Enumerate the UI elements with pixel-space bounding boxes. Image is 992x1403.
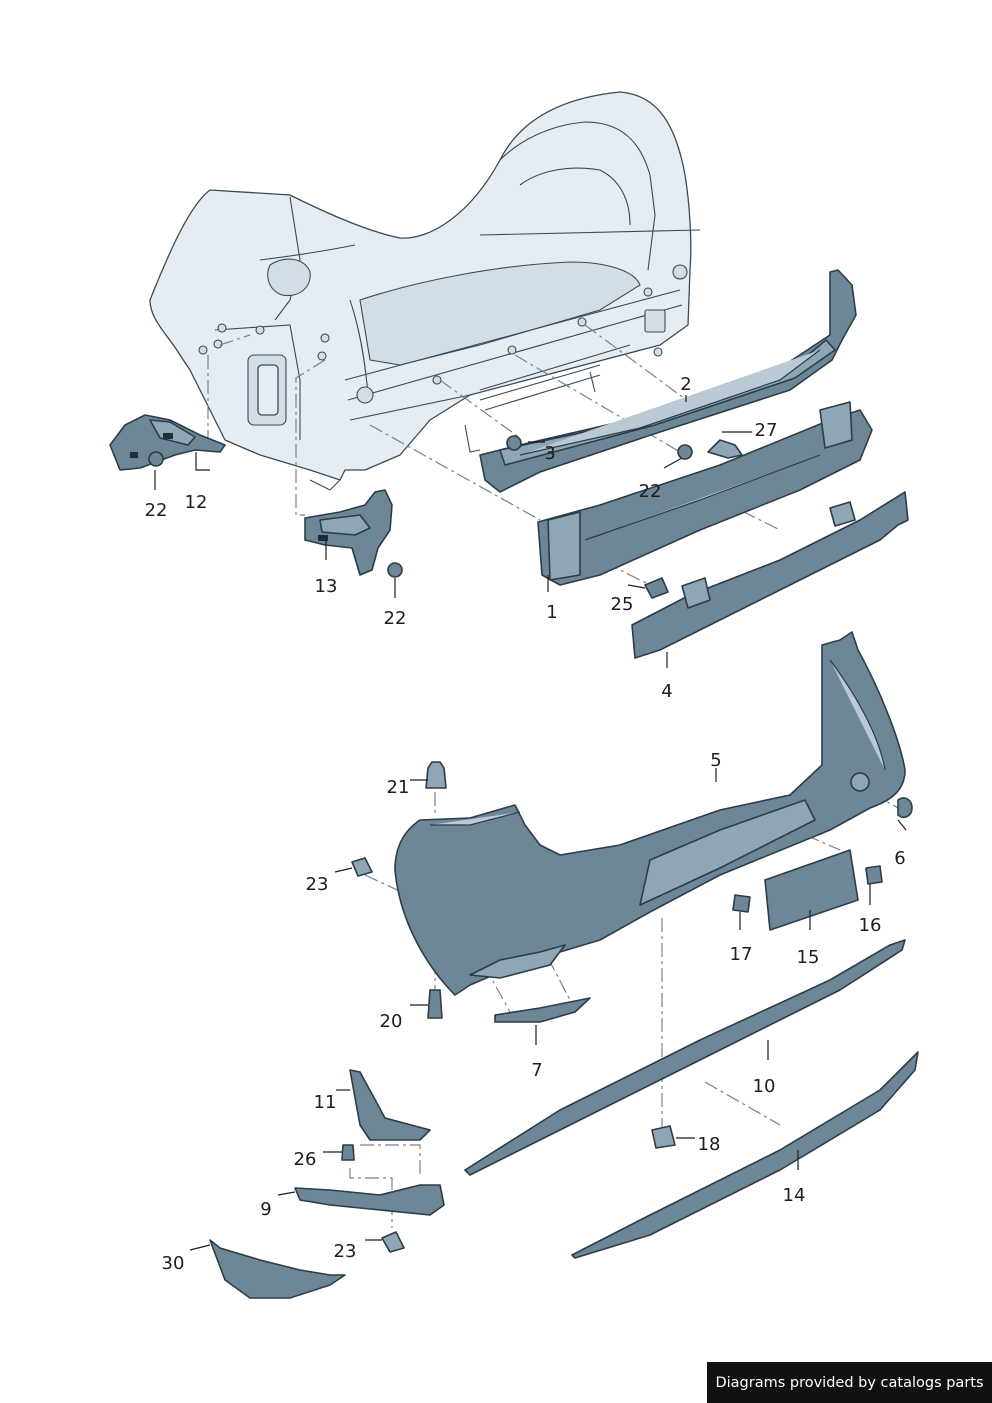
part-21-pin xyxy=(425,761,447,789)
part-22-nut-left xyxy=(148,451,164,467)
label-part-11: 11 xyxy=(314,1092,337,1113)
part-22-nut-right xyxy=(677,444,693,460)
label-part-3: 3 xyxy=(544,443,555,464)
label-part-17: 17 xyxy=(730,944,753,965)
part-13-bracket xyxy=(304,489,393,576)
part-1-impact-beam xyxy=(537,401,873,586)
part-4-energy-absorber xyxy=(631,491,909,659)
part-9-guide xyxy=(294,1184,445,1216)
part-3-nut xyxy=(506,435,522,451)
part-16-bolt xyxy=(865,865,883,885)
label-part-13: 13 xyxy=(315,576,338,597)
label-part-1: 1 xyxy=(546,602,557,623)
part-10-diffuser xyxy=(464,939,906,1176)
credit-banner: Diagrams provided by catalogs parts xyxy=(707,1362,992,1403)
label-part-12: 12 xyxy=(185,492,208,513)
label-part-15: 15 xyxy=(797,947,820,968)
rear-body-shell xyxy=(149,91,701,491)
part-18-clip xyxy=(651,1125,676,1149)
part-6-cap xyxy=(897,797,913,818)
part-30-trim xyxy=(209,1239,346,1299)
part-2-upper-carrier xyxy=(479,269,857,493)
label-part-23-upper: 23 xyxy=(306,874,329,895)
label-part-27: 27 xyxy=(755,420,778,441)
part-11-bracket xyxy=(349,1069,431,1141)
callout-numbers: 2 27 3 22 22 12 13 22 1 25 4 5 21 6 23 1… xyxy=(145,374,906,1274)
part-27-clip xyxy=(707,439,743,459)
label-part-22-left: 22 xyxy=(145,500,168,521)
label-part-9: 9 xyxy=(260,1199,271,1220)
label-part-22-center: 22 xyxy=(384,608,407,629)
label-part-14: 14 xyxy=(783,1185,806,1206)
label-part-22-right: 22 xyxy=(639,481,662,502)
label-part-26: 26 xyxy=(294,1149,317,1170)
label-part-16: 16 xyxy=(859,915,882,936)
label-part-21: 21 xyxy=(387,777,410,798)
label-part-10: 10 xyxy=(753,1076,776,1097)
part-26-screw xyxy=(341,1144,355,1161)
part-14-trim-strip xyxy=(571,1051,919,1259)
label-part-18: 18 xyxy=(698,1134,721,1155)
label-part-6: 6 xyxy=(894,848,905,869)
part-23-clip-upper xyxy=(351,857,373,877)
part-12-left-bracket xyxy=(109,414,226,471)
part-23-clip-lower xyxy=(381,1231,405,1253)
label-part-20: 20 xyxy=(380,1011,403,1032)
part-15-plate-holder xyxy=(764,849,859,931)
part-7-reflector xyxy=(494,997,591,1023)
label-part-2: 2 xyxy=(680,374,691,395)
leader-lines xyxy=(154,395,907,1251)
label-part-30: 30 xyxy=(162,1253,185,1274)
label-part-5: 5 xyxy=(710,750,721,771)
body-mount-studs xyxy=(198,287,663,385)
label-part-4: 4 xyxy=(661,681,672,702)
part-25-bolt xyxy=(644,577,669,599)
part-17-screw xyxy=(732,894,751,913)
label-part-25: 25 xyxy=(611,594,634,615)
part-22-nut-center xyxy=(387,562,403,578)
label-part-23-lower: 23 xyxy=(334,1241,357,1262)
part-5-bumper-cover xyxy=(394,631,906,996)
part-20-screw xyxy=(427,989,443,1019)
label-part-7: 7 xyxy=(531,1060,542,1081)
